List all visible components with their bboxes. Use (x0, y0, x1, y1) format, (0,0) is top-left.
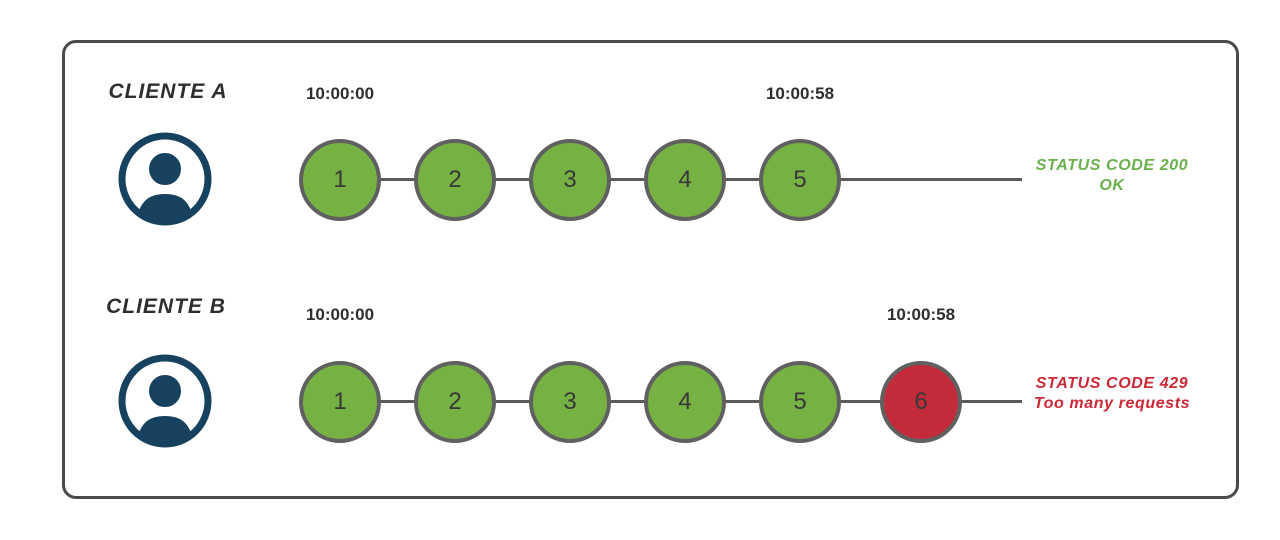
user-avatar-icon (117, 353, 213, 449)
request-circle-2: 2 (414, 361, 496, 443)
request-circle-3: 3 (529, 139, 611, 221)
request-circle-1: 1 (299, 139, 381, 221)
timestamp-end: 10:00:58 (886, 305, 956, 324)
client-a-label: CLIENTE A (108, 80, 228, 103)
status-code-line1: STATUS CODE 429 (1035, 375, 1189, 392)
status-code-line2: Too many requests (1033, 395, 1191, 412)
request-circle-2: 2 (414, 139, 496, 221)
diagram-frame (62, 40, 1239, 499)
status-code-line1: STATUS CODE 200 (1035, 157, 1189, 174)
request-circle-3: 3 (529, 361, 611, 443)
request-circle-1: 1 (299, 361, 381, 443)
timestamp-start: 10:00:00 (305, 305, 375, 324)
status-code-text: STATUS CODE 429 Too many requests (1022, 374, 1202, 414)
status-code-text: STATUS CODE 200 OK (1022, 156, 1202, 196)
user-avatar-icon (117, 131, 213, 227)
client-b-label: CLIENTE B (106, 295, 226, 318)
timestamp-end: 10:00:58 (765, 84, 835, 103)
timestamp-start: 10:00:00 (305, 84, 375, 103)
request-circle-4: 4 (644, 139, 726, 221)
request-circle-5: 5 (759, 139, 841, 221)
status-code-line2: OK (1099, 177, 1125, 194)
request-circle-6-rejected: 6 (880, 361, 962, 443)
request-circle-5: 5 (759, 361, 841, 443)
request-circle-4: 4 (644, 361, 726, 443)
